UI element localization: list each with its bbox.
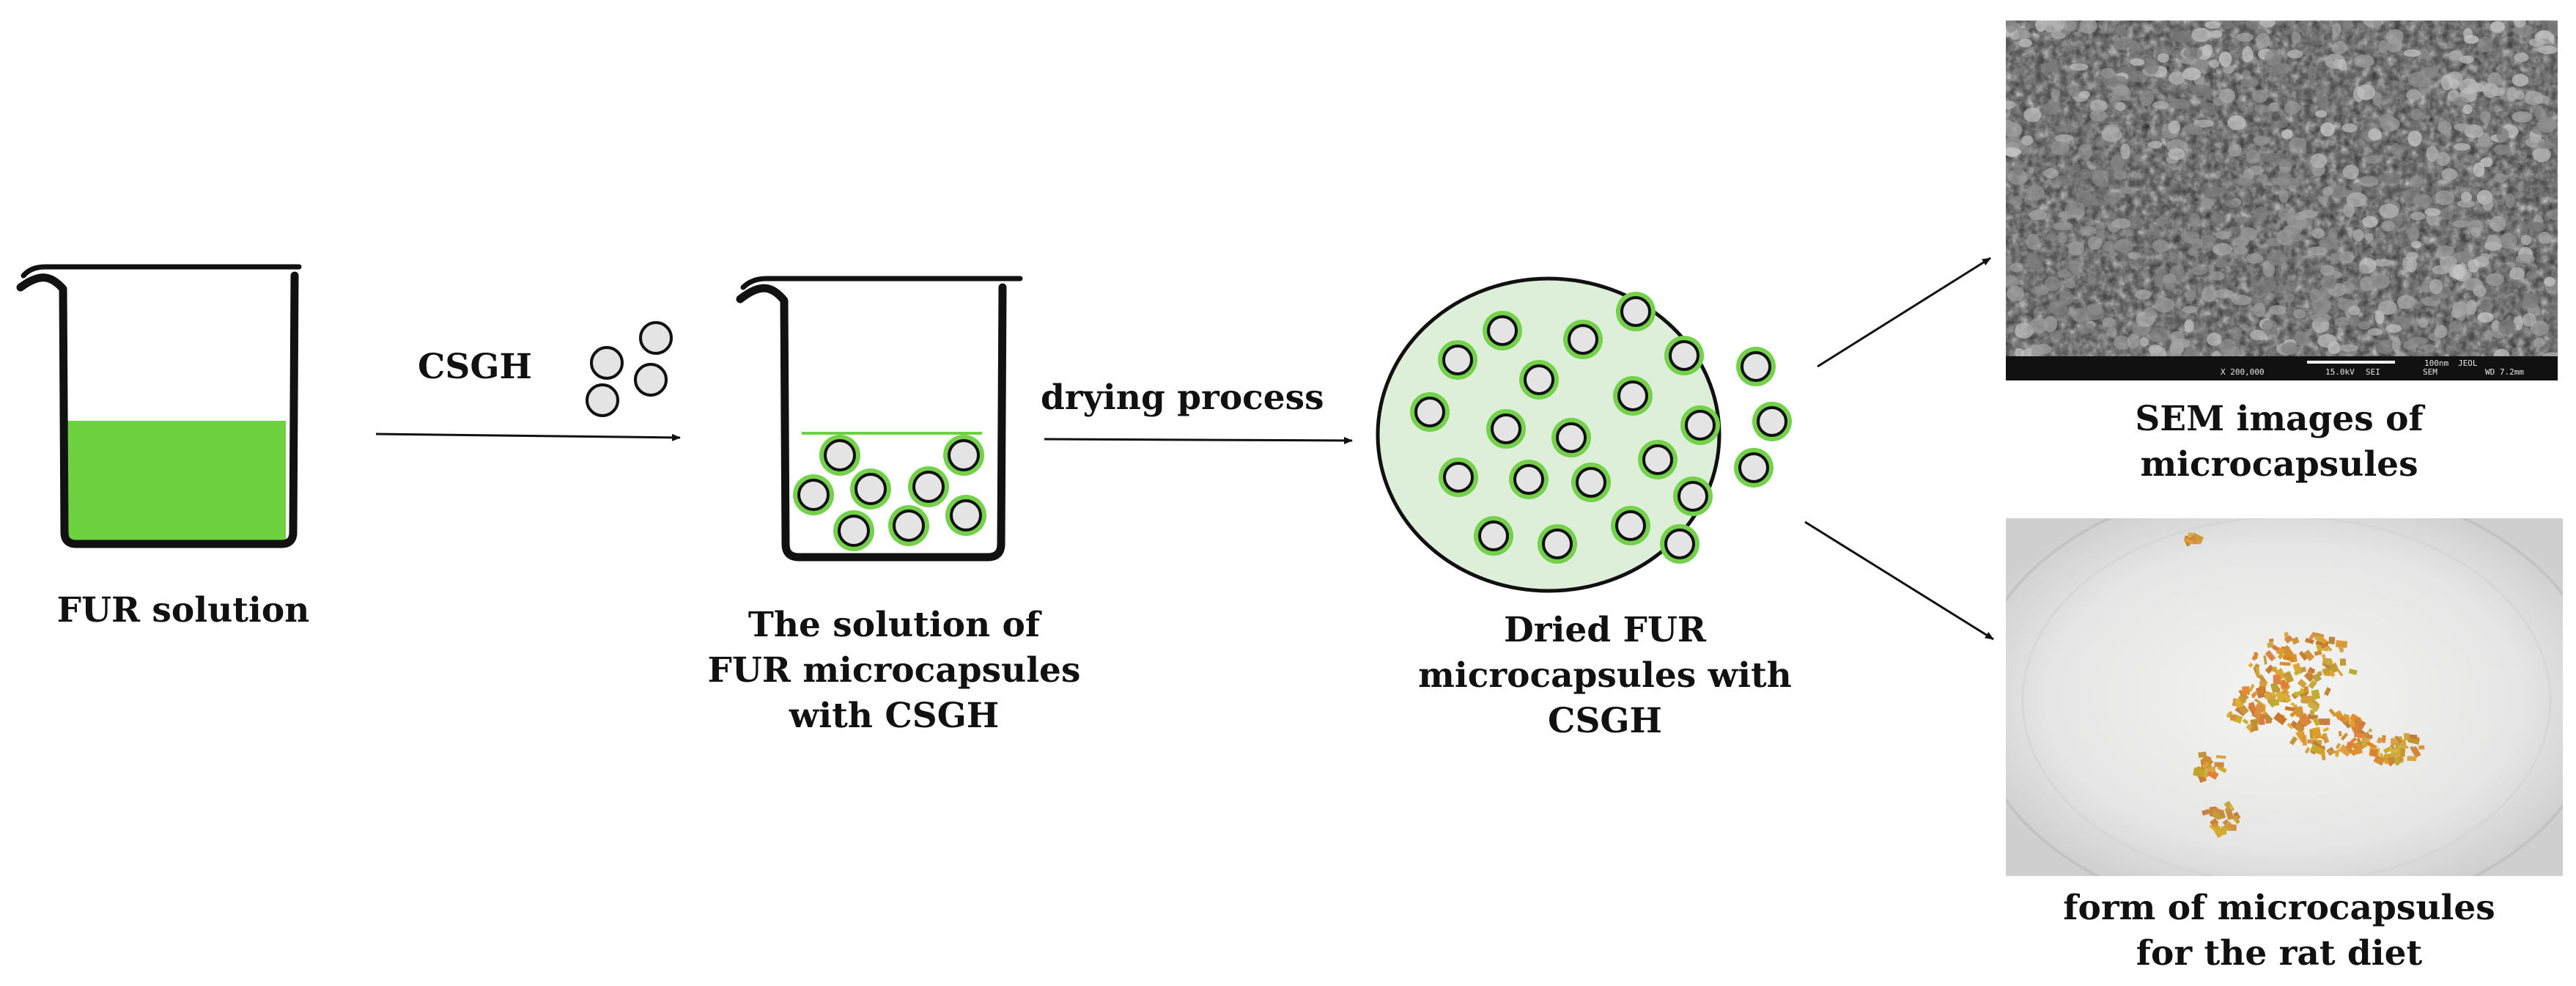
arrow-to-sem: [1817, 257, 1991, 368]
dish-capsules-group: [1410, 292, 1792, 564]
microcapsule: [943, 435, 984, 476]
beaker-fur-solution: [16, 264, 302, 548]
label-drying-process: drying process: [1041, 378, 1324, 418]
microcapsule: [1613, 376, 1653, 416]
sem-detector: SEI: [2366, 367, 2380, 377]
microcapsule: [1611, 506, 1650, 545]
microcapsule: [1509, 460, 1549, 499]
label-sem-images: SEM images of microcapsules: [2135, 399, 2424, 485]
microcapsule: [1752, 402, 1792, 441]
microcapsule: [1519, 360, 1559, 400]
label-fur-solution: FUR solution: [56, 590, 310, 630]
microcapsule-flakes: [2183, 532, 2425, 839]
rat-diet-photo: [2006, 518, 2563, 876]
microcapsule: [793, 474, 834, 515]
sem-scale-text: 100nm: [2424, 358, 2448, 368]
microcapsule: [1538, 524, 1577, 564]
microcapsule: [1474, 516, 1513, 556]
microcapsule: [1438, 340, 1477, 380]
arrow-to-rat-diet: [1804, 520, 1994, 641]
microcapsule: [1673, 477, 1713, 516]
microcapsule: [888, 505, 929, 546]
microcapsule: [1439, 457, 1478, 497]
label-dried-microcapsules: Dried FUR microcapsules with CSGH: [1418, 610, 1792, 741]
dish-dried-microcapsules: [1376, 276, 1792, 593]
microcapsule: [1638, 440, 1678, 479]
sem-voltage: 15.0kV: [2325, 367, 2355, 377]
microcapsule: [1571, 463, 1611, 502]
green-solution-fill: [67, 421, 286, 541]
sem-magnification: X 200,000: [2221, 367, 2265, 377]
sem-brand: JEOL: [2458, 358, 2478, 368]
sem-working-distance: WD 7.2mm: [2485, 367, 2524, 377]
sem-info-bar: [2006, 356, 2558, 380]
microcapsule: [1410, 392, 1450, 432]
arrow-drying: [1044, 436, 1353, 444]
microcapsule: [1563, 320, 1603, 359]
microcapsule: [1483, 311, 1522, 350]
beaker-microcapsule-solution: [736, 276, 1023, 562]
microcapsule: [1616, 292, 1656, 331]
microcapsule: [1664, 336, 1704, 375]
sem-scale-info: X 200,000 15.0kV SEI SEM WD 7.2mm 100nm …: [2221, 358, 2524, 377]
microcapsule: [945, 495, 986, 536]
microcapsule: [833, 510, 874, 551]
microcapsule: [1680, 405, 1720, 445]
label-rat-diet-form: form of microcapsules for the rat diet: [2063, 888, 2495, 974]
microcapsule: [1486, 409, 1526, 449]
microcapsule: [1551, 418, 1591, 457]
label-microcapsule-solution: The solution of FUR microcapsules with C…: [707, 605, 1081, 736]
microcapsule: [1660, 524, 1700, 564]
microcapsule: [908, 466, 949, 507]
sem-scale-bar: [2307, 361, 2395, 364]
microcapsule: [1736, 347, 1776, 386]
sem-image: X 200,000 15.0kV SEI SEM WD 7.2mm 100nm …: [2006, 21, 2558, 380]
microcapsule: [1734, 448, 1774, 488]
beaker-capsules-group: [793, 435, 986, 551]
label-csgh: CSGH: [418, 347, 532, 387]
csgh-particles: [586, 321, 673, 417]
microcapsule: [850, 468, 891, 509]
arrow-add-csgh: [375, 321, 681, 441]
sem-mode: SEM: [2423, 367, 2437, 377]
microcapsule: [819, 435, 860, 476]
